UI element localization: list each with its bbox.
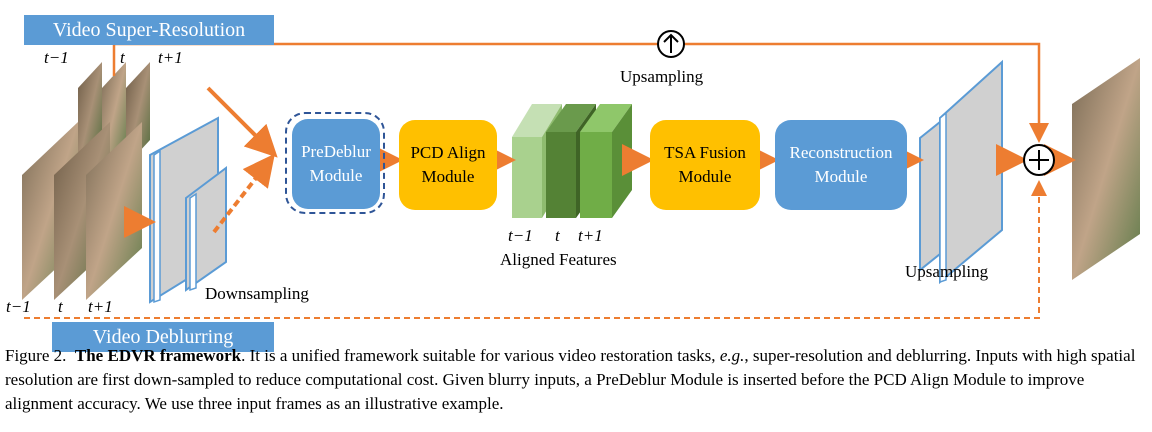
upsampling-top-label: Upsampling: [620, 67, 704, 86]
aligned-frame-label: t−1: [508, 226, 533, 245]
output-frame: [1072, 58, 1140, 280]
caption-text-2: , super-resolution and deblurring. Input…: [5, 346, 1136, 413]
aligned-features: [512, 104, 632, 218]
edvr-diagram: [22, 30, 1140, 319]
up-arrow-glyph: [663, 33, 679, 53]
caption-title: The EDVR framework: [74, 346, 242, 365]
aligned-frame-label: t+1: [578, 226, 603, 245]
db-input-frames: [22, 122, 142, 300]
sr-frame-label: t: [120, 48, 125, 67]
db-to-predeblur-arrow: [212, 153, 275, 234]
aligned-frame-label: t: [555, 226, 560, 245]
db-frame-label: t−1: [6, 297, 31, 316]
caption-eg: e.g.: [719, 346, 745, 365]
downsampling-layers: [149, 116, 227, 304]
sr-to-predeblur-arrow: [206, 86, 278, 158]
aligned-features-label: Aligned Features: [500, 250, 617, 269]
db-frame-label: t: [58, 297, 63, 316]
tsa-fusion-module: TSA Fusion Module: [650, 120, 760, 210]
flow-arrows: [124, 144, 1076, 238]
caption-text-1: . It is a unified framework suitable for…: [241, 346, 720, 365]
plus-glyph: [1029, 150, 1049, 170]
sr-frame-label: t+1: [158, 48, 183, 67]
upsampling-skip-path: [112, 42, 1049, 143]
reconstruction-module: Reconstruction Module: [775, 120, 907, 210]
downsampling-label: Downsampling: [205, 284, 309, 303]
tag-video-super-resolution: Video Super-Resolution: [24, 15, 274, 45]
upsampling-right-label: Upsampling: [905, 262, 989, 281]
figure-caption: Figure 2. The EDVR framework. It is a un…: [5, 344, 1150, 416]
sr-frame-label: t−1: [44, 48, 69, 67]
tag-video-deblurring: Video Deblurring: [52, 322, 274, 352]
upsampling-layers: [919, 59, 1003, 285]
predeblur-module: PreDeblur Module: [292, 119, 380, 209]
predeblur-optional-outline: [285, 112, 385, 214]
pcd-align-module: PCD Align Module: [399, 120, 497, 210]
deblur-skip-path: [24, 180, 1047, 319]
caption-prefix: Figure 2.: [5, 346, 67, 365]
db-frame-label: t+1: [88, 297, 113, 316]
